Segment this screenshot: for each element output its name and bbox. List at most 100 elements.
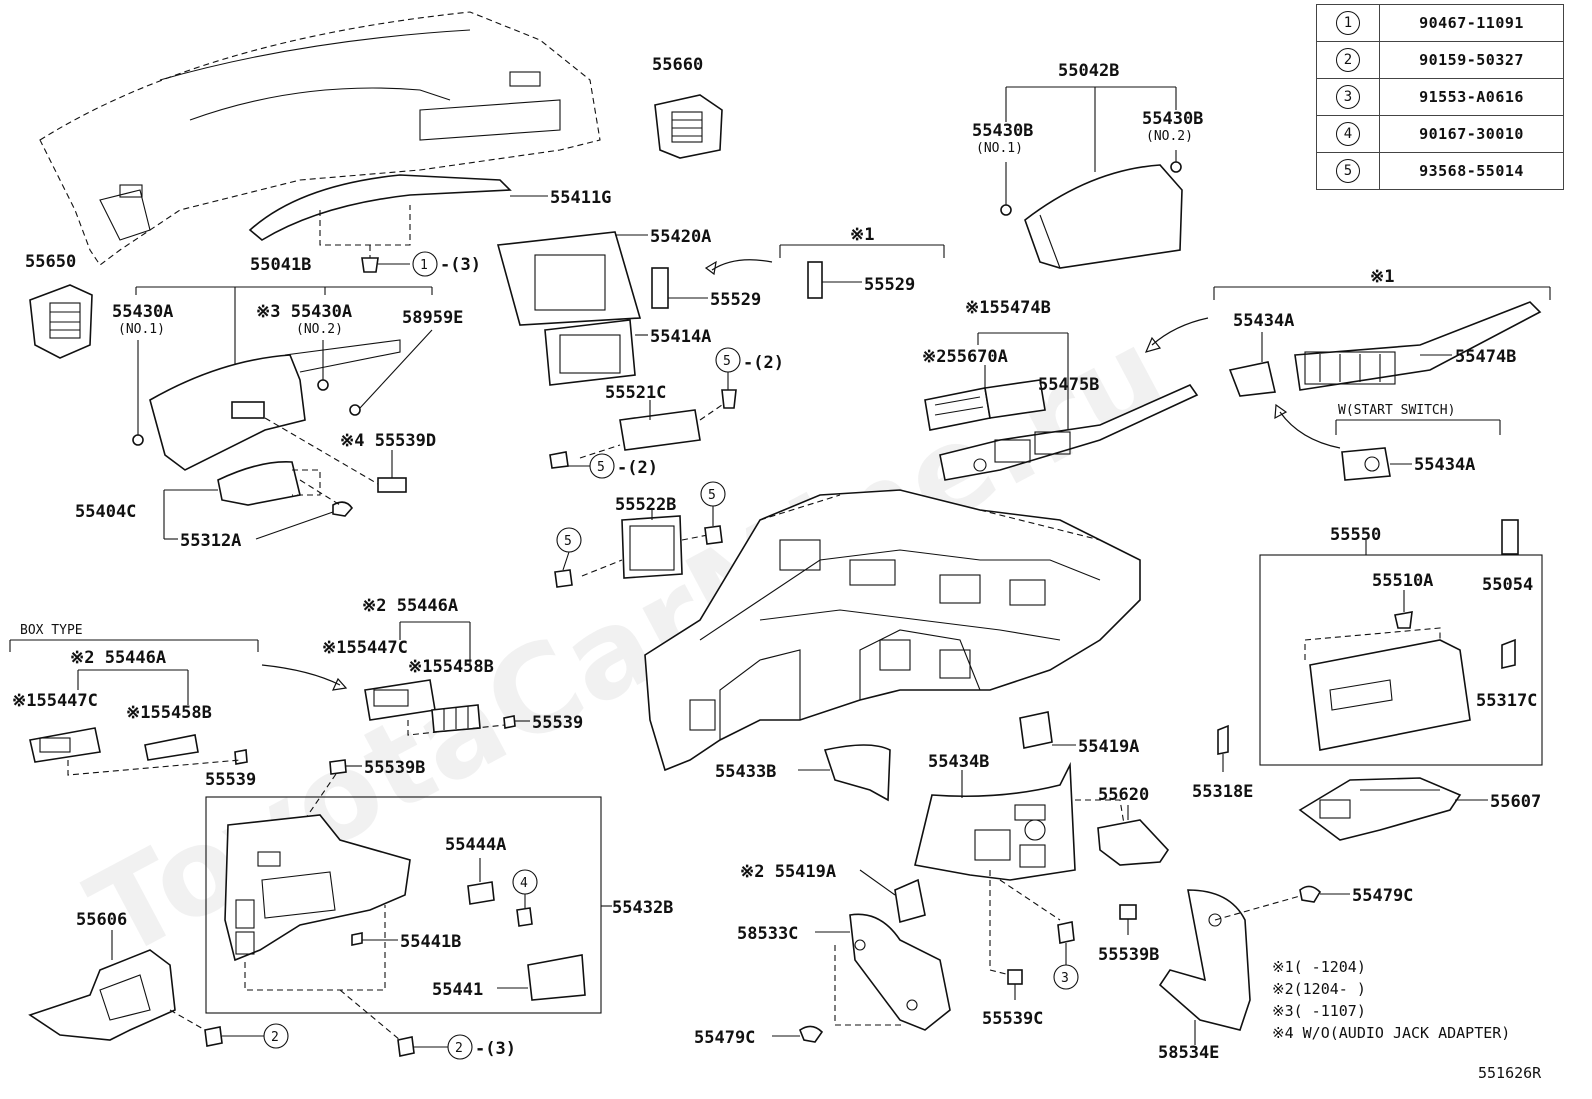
part-55042B-upper-cover	[1000, 86, 1183, 269]
ref-circle-number: 5	[723, 354, 731, 369]
ref-circle-range: -(3)	[440, 255, 481, 275]
part-55447C-box-right	[364, 679, 530, 736]
part-58533C-side-trim	[772, 913, 951, 1043]
part-55317C	[1501, 638, 1516, 670]
screw-3	[1053, 921, 1079, 990]
legend-ref-number: 5	[1336, 159, 1360, 183]
label-55446A-left: ※2 55446A	[70, 648, 166, 668]
part-55447C-box-left	[29, 727, 248, 776]
part-55529-right	[807, 261, 862, 299]
label-55447C-right: ※155447C	[322, 638, 408, 658]
label-55434A-top: 55434A	[1233, 311, 1294, 331]
label-55522B: 55522B	[615, 495, 676, 515]
bracket-box-type	[9, 639, 259, 705]
label-55458B-right: ※155458B	[408, 657, 494, 677]
label-55430B-no2: 55430B	[1142, 109, 1203, 129]
part-55432B-lower-panel-group	[205, 796, 612, 1014]
label-55420A: 55420A	[650, 227, 711, 247]
label-55539-left: 55539	[205, 770, 256, 790]
label-start-switch: W(START SWITCH)	[1338, 403, 1455, 418]
label-55475B: 55475B	[1038, 375, 1099, 395]
label-55650: 55650	[25, 252, 76, 272]
label-55430B-no1-sub: (NO.1)	[976, 141, 1023, 156]
part-55660-side-vent	[654, 94, 723, 159]
part-55606-lower-bracket	[28, 930, 289, 1049]
part-55607-glove-box-lower	[1298, 777, 1488, 841]
label-55539D: ※4 55539D	[340, 431, 436, 451]
screw-2-bottom	[339, 989, 473, 1060]
label-55434B: 55434B	[928, 752, 989, 772]
label-55430A-no2: ※3 55430A	[256, 302, 352, 322]
part-55433B-cover	[798, 744, 891, 802]
part-55475B-center-trim	[924, 332, 1199, 481]
label-55446A-right: ※2 55446A	[362, 596, 458, 616]
assembly-arrow	[711, 259, 773, 271]
label-55539B-bottom: 55539B	[1098, 945, 1159, 965]
label-55529-right: 55529	[864, 275, 915, 295]
label-55404C: 55404C	[75, 502, 136, 522]
label-mark1: ※1	[850, 225, 874, 245]
label-55318E: 55318E	[1192, 782, 1253, 802]
part-55650-left-vent	[29, 284, 93, 359]
ref-circle-number: 3	[1061, 971, 1069, 986]
label-55430A-no2-sub: (NO.2)	[296, 322, 343, 337]
bracket-mark1-right	[1213, 286, 1551, 300]
part-55404C-cover	[163, 461, 354, 540]
label-55521C: 55521C	[605, 383, 666, 403]
part-55041B-lower-panel	[132, 329, 433, 471]
part-55521C-bracket	[549, 400, 723, 479]
bracket-mark1-top	[779, 244, 945, 258]
part-55550-glove-box	[1259, 540, 1543, 766]
label-55539C: 55539C	[982, 1009, 1043, 1029]
label-55317C: 55317C	[1476, 691, 1537, 711]
label-55474B-right: 55474B	[1455, 347, 1516, 367]
label-55432B: 55432B	[612, 898, 673, 918]
part-55620-switch	[1097, 805, 1170, 866]
assembly-arrow-head	[1274, 403, 1288, 420]
label-55430A-no1-sub: (NO.1)	[118, 322, 165, 337]
label-55447C-left: ※155447C	[12, 691, 98, 711]
label-55433B: 55433B	[715, 762, 776, 782]
part-55054	[1501, 519, 1519, 555]
part-55529-left	[651, 267, 708, 309]
label-55550: 55550	[1330, 525, 1381, 545]
ref-circle-range: -(2)	[743, 353, 784, 373]
label-55444A: 55444A	[445, 835, 506, 855]
screw-5-top	[715, 347, 741, 409]
legend-ref-number: 2	[1336, 48, 1360, 72]
label-55042B: 55042B	[1058, 61, 1119, 81]
label-55606: 55606	[76, 910, 127, 930]
label-55539-right: 55539	[532, 713, 583, 733]
footnote: ※3( -1107)	[1272, 1002, 1366, 1020]
label-55041B: 55041B	[250, 255, 311, 275]
label-58533C: 58533C	[737, 924, 798, 944]
ref-circle-number: 5	[597, 460, 605, 475]
assembly-arrow	[261, 664, 341, 686]
label-mark1: ※1	[1370, 267, 1394, 287]
part-55522B-panel	[554, 481, 726, 588]
label-55660: 55660	[652, 55, 703, 75]
part-55539B-bottom	[1119, 904, 1137, 935]
label-55510A: 55510A	[1372, 571, 1433, 591]
label-box-type: BOX TYPE	[20, 623, 83, 638]
label-55474B-top: ※155474B	[965, 298, 1051, 318]
label-55434A-bottom: 55434A	[1414, 455, 1475, 475]
ref-circle-number: 5	[708, 488, 716, 503]
ref-circle-number: 5	[564, 534, 572, 549]
label-55430B-no1: 55430B	[972, 121, 1033, 141]
footnote: ※1( -1204)	[1272, 958, 1366, 976]
label-58534E: 58534E	[1158, 1043, 1219, 1063]
label-55479C-right: 55479C	[1352, 886, 1413, 906]
ref-circle-range: -(2)	[617, 458, 658, 478]
label-55414A: 55414A	[650, 327, 711, 347]
footnote: ※2(1204- )	[1272, 980, 1366, 998]
label-55430B-no2-sub: (NO.2)	[1146, 129, 1193, 144]
part-55419A-right	[1019, 711, 1076, 749]
part-55419A-left	[859, 869, 926, 924]
bracket-55446A-right	[399, 621, 471, 664]
label-55670A: ※255670A	[922, 347, 1008, 367]
